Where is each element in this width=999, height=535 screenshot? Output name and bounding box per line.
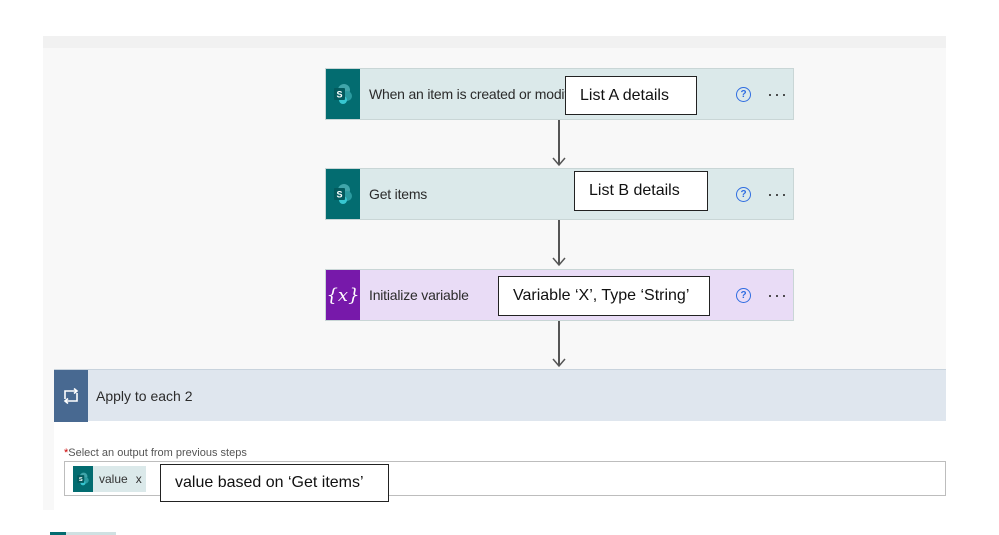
- step-title: Get items: [369, 186, 428, 202]
- canvas-top-band: [43, 36, 946, 48]
- more-icon[interactable]: ···: [767, 285, 788, 305]
- sharepoint-icon: S: [326, 69, 360, 119]
- annotation-list-b: List B details: [574, 171, 708, 211]
- svg-text:S: S: [336, 190, 342, 200]
- arrow-down-icon: [552, 220, 566, 268]
- required-marker: *: [64, 447, 69, 459]
- more-icon[interactable]: ···: [767, 184, 788, 204]
- annotation-variable: Variable ‘X’, Type ‘String’: [498, 276, 710, 316]
- svg-text:S: S: [79, 477, 83, 483]
- variable-icon: {x}: [326, 270, 360, 320]
- loop-icon: [54, 370, 88, 422]
- step-title: Initialize variable: [369, 287, 469, 303]
- value-token[interactable]: S value x: [73, 466, 146, 492]
- apply-to-each-header[interactable]: Apply to each 2: [54, 369, 946, 422]
- field-label: *Select an output from previous steps: [64, 447, 247, 459]
- svg-text:S: S: [336, 90, 342, 100]
- sharepoint-icon: S: [73, 466, 93, 492]
- field-label-text: Select an output from previous steps: [68, 447, 247, 459]
- token-remove-button[interactable]: x: [135, 472, 142, 486]
- step-trigger-card[interactable]: S When an item is created or modified ? …: [325, 68, 794, 120]
- apply-to-each-title: Apply to each 2: [96, 388, 193, 404]
- annotation-list-a: List A details: [565, 76, 697, 115]
- sharepoint-icon: S: [326, 169, 360, 219]
- step-title: When an item is created or modified: [369, 86, 587, 102]
- next-action-stub: [50, 532, 116, 535]
- more-icon[interactable]: ···: [767, 84, 788, 104]
- annotation-value: value based on ‘Get items’: [160, 464, 389, 502]
- arrow-down-icon: [552, 321, 566, 369]
- arrow-down-icon: [552, 120, 566, 168]
- step-get-items-card[interactable]: S Get items ? ···: [325, 168, 794, 220]
- stub-icon: [50, 532, 66, 535]
- help-icon[interactable]: ?: [736, 187, 751, 202]
- help-icon[interactable]: ?: [736, 288, 751, 303]
- help-icon[interactable]: ?: [736, 87, 751, 102]
- apply-to-each-card[interactable]: Apply to each 2 *Select an output from p…: [54, 369, 946, 511]
- token-label: value: [99, 472, 128, 486]
